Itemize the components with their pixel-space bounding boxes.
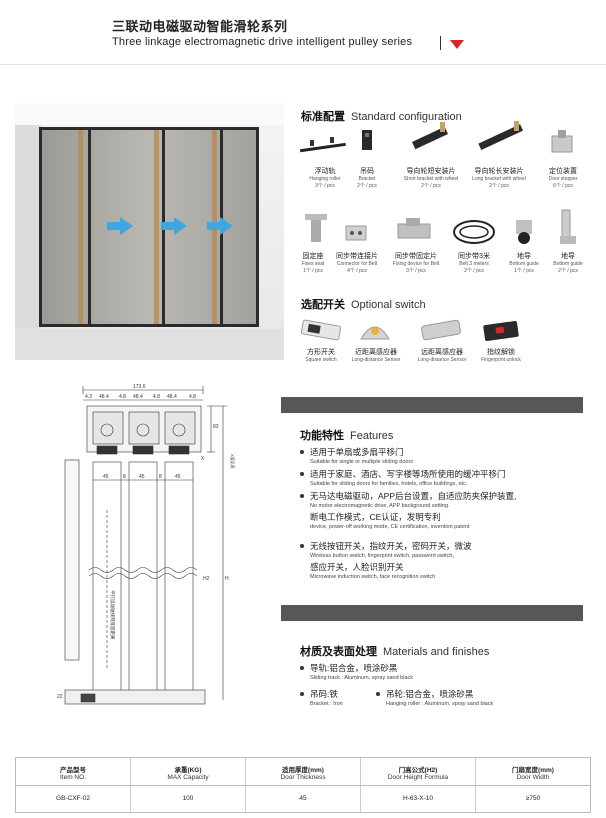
fixes-seat-icon <box>305 214 327 242</box>
dim-label: 45 <box>175 474 181 480</box>
dim-label: 4.3 <box>85 394 92 400</box>
title-divider <box>440 36 441 50</box>
short-bracket-wheel-icon <box>411 122 449 150</box>
material-item: 吊码:铁 Bracket : Iron <box>300 688 380 709</box>
table-header: 门扇宽度(mm)Door Width <box>512 767 554 781</box>
feature-item: 无马达电磁驱动，APP后台设置，自适应防夹保护装置, No motor elec… <box>300 490 590 532</box>
bottom-guide-bracket-icon <box>560 209 576 244</box>
title-en: Three linkage electromagnetic drive inte… <box>112 36 413 48</box>
axis-note: 平行运动轴线到底面距离 <box>109 590 116 640</box>
table-row: GB-CXF-02 100 45 H-63-X-10 ≥750 <box>16 786 590 812</box>
dim-label: 8 <box>123 474 126 480</box>
feature-item: 适用于家庭、酒店、写字楼等场所使用的缓冲平移门 Suitable for sli… <box>300 468 590 489</box>
arrow-right-icon <box>207 217 233 235</box>
triangle-down-icon <box>450 40 464 49</box>
square-switch-icon <box>300 319 342 341</box>
belt-connector-icon <box>345 225 367 241</box>
table-cell: GB-CXF-02 <box>16 786 131 812</box>
feature-item: 适用于单扇或多扇平移门 Suitable for single or multi… <box>300 446 590 467</box>
section-bar <box>281 397 583 413</box>
dim-label: 48.4 <box>167 394 177 400</box>
dim-label: 4.8 <box>153 394 160 400</box>
near-sensor-icon <box>360 326 390 340</box>
long-bracket-wheel-icon <box>478 121 524 151</box>
table-header: 门高公式(H2)Door Height Formula <box>361 758 476 785</box>
hanging-roller-icon <box>299 137 346 153</box>
dim-label: 45 <box>103 474 109 480</box>
header-rule <box>0 64 606 65</box>
belt-icon <box>453 220 495 244</box>
dim-label: 4.8 <box>189 394 196 400</box>
dim-label: 173.6 <box>133 384 146 390</box>
product-photo <box>15 103 284 360</box>
belt-fixing-icon <box>397 218 431 239</box>
far-sensor-icon <box>421 319 461 341</box>
dim-label: 48.4 <box>99 394 109 400</box>
table-cell: ≥750 <box>525 795 541 802</box>
bottom-guide-icon <box>516 220 532 244</box>
arrow-right-icon <box>161 217 187 235</box>
x-note: X值见表 <box>230 454 236 469</box>
cross-section-drawing: 173.6 4.3 48.4 4.8 48.4 4.8 48.4 4.8 83 … <box>57 384 236 705</box>
material-item: 导轨:铝合金，喷涂砂黑 Sliding track : Aluminum, sp… <box>300 662 590 683</box>
page-header: 三联动电磁驱动智能滑轮系列 Three linkage electromagne… <box>112 16 412 48</box>
dim-label: X <box>201 456 205 462</box>
dim-label: 45 <box>139 474 145 480</box>
title-cn: 三联动电磁驱动智能滑轮系列 <box>112 19 288 34</box>
feature-item: 无线按钮开关，指纹开关，密码开关，微波 Wireless button swit… <box>300 540 590 582</box>
door-stopper-icon <box>551 130 573 153</box>
dim-label: 22 <box>57 694 63 700</box>
dim-label: 48.4 <box>133 394 143 400</box>
section-bar <box>281 605 583 621</box>
table-cell: 100 <box>131 786 246 812</box>
dim-label: H <box>225 576 229 582</box>
fingerprint-icon <box>483 320 519 342</box>
table-cell: 45 <box>246 786 361 812</box>
material-item: 吊轮:铝合金，喷涂砂黑 Hanging roller : Aluminum, s… <box>376 688 556 709</box>
table-header: 承重(KG)MAX Capacity <box>131 758 246 785</box>
table-cell: H-63-X-10 <box>361 786 476 812</box>
dim-label: 83 <box>213 424 219 430</box>
table-header: 适用厚度(mm)Door Thickness <box>246 758 361 785</box>
dim-label: H2 <box>203 576 210 582</box>
arrow-right-icon <box>107 217 133 235</box>
bracket-icon <box>362 130 372 150</box>
dim-label: 8 <box>159 474 162 480</box>
dim-label: 4.8 <box>119 394 126 400</box>
